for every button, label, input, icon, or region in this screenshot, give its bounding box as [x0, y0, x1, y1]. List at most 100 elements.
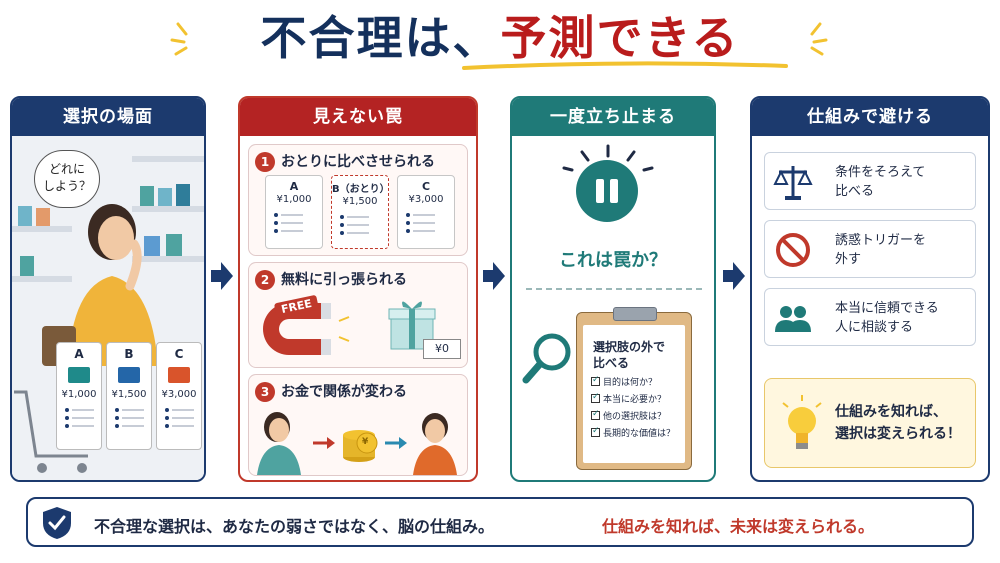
- product-b-price: ¥1,500: [111, 389, 147, 400]
- decoy-b-lines: [338, 213, 388, 237]
- checkbox-icon: [591, 409, 600, 420]
- product-c-box-icon: [168, 367, 190, 383]
- trap1-title: 1 おとりに比べさせられる: [255, 151, 435, 172]
- attention-rays-icon: [562, 144, 654, 172]
- checkbox-icon: [591, 426, 600, 437]
- people-icon: [775, 306, 811, 332]
- checkbox-icon: [591, 392, 600, 403]
- insight-box: 仕組みを知れば、 選択は変えられる！: [764, 378, 976, 468]
- tip3-line2: 人に相談する: [835, 320, 914, 335]
- product-c-label: C: [174, 347, 184, 361]
- checklist-item: 他の選択肢は？: [591, 409, 685, 422]
- trap3-number: 3: [255, 382, 275, 402]
- column-choice-scene: 選択の場面 どれに: [10, 96, 206, 482]
- column1-header: 選択の場面: [12, 98, 204, 136]
- footer-text-main: 不合理な選択は、あなたの弱さではなく、脳の仕組み。: [94, 517, 495, 536]
- title-part2: 予測できる: [500, 11, 740, 65]
- trap2-title: 2 無料に引っ張られる: [255, 269, 407, 290]
- checklist-text: 長期的な価値は？: [603, 429, 676, 439]
- tip3-text: 本当に信頼できる 人に相談する: [835, 299, 939, 337]
- shield-check-icon: [43, 507, 71, 539]
- scale-icon: [773, 166, 813, 200]
- pause-icon: [576, 160, 638, 222]
- decoy-b-label: B（おとり）: [332, 184, 390, 195]
- checklist-text: 本当に必要か？: [603, 395, 667, 405]
- insight-line2: 選択は変えられる！: [835, 426, 961, 442]
- clipboard-clip-icon: [613, 307, 657, 321]
- tip1-line2: 比べる: [835, 184, 875, 199]
- tip3-line1: 本当に信頼できる: [835, 301, 939, 316]
- clipboard-title-line2: 比べる: [593, 356, 630, 370]
- bubble-line1: どれに: [48, 162, 85, 176]
- product-b-spec-lines: [113, 406, 151, 430]
- tip1-line1: 条件をそろえて: [835, 165, 926, 180]
- trap-money-section: 3 お金で関係が変わる ¥: [248, 374, 468, 476]
- page-title: 不合理は、予測できる: [260, 8, 739, 68]
- decoy-option-c: C ¥3,000: [397, 175, 455, 249]
- no-entry-icon: [776, 233, 810, 267]
- product-a-box-icon: [68, 367, 90, 383]
- decoy-c-label: C: [421, 180, 431, 193]
- trap1-number: 1: [255, 152, 275, 172]
- title-area: 不合理は、予測できる: [0, 8, 1000, 78]
- decoy-c-price: ¥3,000: [408, 194, 444, 205]
- left-sparkle-icon: [170, 22, 188, 56]
- relationship-illustration: [257, 412, 457, 475]
- tip1-text: 条件をそろえて 比べる: [835, 163, 925, 201]
- footer-text-emphasis: 仕組みを知れば、未来は変えられる。: [602, 517, 875, 536]
- checklist-text: 他の選択肢は？: [603, 412, 667, 422]
- column3-header: 一度立ち止まる: [512, 98, 714, 136]
- arrow-right-icon: [211, 262, 233, 290]
- decoy-option-a: A ¥1,000: [265, 175, 323, 249]
- column2-header: 見えない罠: [240, 98, 476, 136]
- checklist-item: 目的は何か？: [591, 375, 685, 388]
- trap2-number: 2: [255, 270, 275, 290]
- product-b-label: B: [124, 347, 134, 361]
- tip-remove-triggers: 誘惑トリガーを 外す: [764, 220, 976, 278]
- product-a-price: ¥1,000: [61, 389, 97, 400]
- coin-yen-label: ¥: [362, 437, 369, 447]
- right-sparkle-icon: [810, 22, 828, 56]
- decoy-b-price: ¥1,500: [342, 196, 378, 207]
- trap-decoy-section: 1 おとりに比べさせられる A ¥1,000 B（おとり） ¥1,500 C ¥3…: [248, 144, 468, 256]
- clipboard-title-line1: 選択肢の外で: [593, 340, 666, 354]
- trap1-label: おとりに比べさせられる: [281, 154, 435, 170]
- tip2-line2: 外す: [835, 252, 862, 267]
- product-b-box-icon: [118, 367, 140, 383]
- clipboard: 選択肢の外で 比べる 目的は何か？ 本当に必要か？ 他の選択肢は？ 長期的な価値…: [576, 307, 692, 470]
- checklist-text: 目的は何か？: [603, 378, 658, 388]
- product-card-b: B ¥1,500: [106, 342, 152, 450]
- price-tag-zero: ¥0: [423, 339, 461, 359]
- product-card-c: C ¥3,000: [156, 342, 202, 450]
- column-hidden-traps: 見えない罠 1 おとりに比べさせられる A ¥1,000 B（おとり） ¥1,50…: [238, 96, 478, 482]
- product-card-a: A ¥1,000: [56, 342, 102, 450]
- trap3-label: お金で関係が変わる: [281, 384, 407, 400]
- bubble-line2: しよう？: [42, 179, 91, 193]
- clipboard-title: 選択肢の外で 比べる: [583, 325, 685, 371]
- column4-header: 仕組みで避ける: [752, 98, 988, 136]
- decoy-option-b: B（おとり） ¥1,500: [331, 175, 390, 249]
- insight-line1: 仕組みを知れば、: [835, 404, 947, 420]
- title-underline: [462, 61, 788, 70]
- thought-bubble: どれに しよう？: [34, 150, 100, 208]
- product-c-price: ¥3,000: [161, 389, 197, 400]
- insight-text: 仕組みを知れば、 選択は変えられる！: [835, 401, 961, 445]
- dashed-divider: [526, 288, 702, 290]
- arrow-right-icon: [723, 262, 745, 290]
- title-part1: 不合理は、: [260, 11, 501, 65]
- footer-message: 不合理な選択は、あなたの弱さではなく、脳の仕組み。 仕組みを知れば、未来は変えら…: [26, 497, 974, 547]
- product-c-spec-lines: [163, 406, 201, 430]
- arrow-right-icon: [483, 262, 505, 290]
- trap2-label: 無料に引っ張られる: [281, 272, 407, 288]
- product-a-spec-lines: [63, 406, 101, 430]
- product-a-label: A: [74, 347, 84, 361]
- checklist-item: 本当に必要か？: [591, 392, 685, 405]
- tip2-text: 誘惑トリガーを 外す: [835, 231, 926, 269]
- decoy-c-lines: [404, 211, 454, 235]
- tip-compare-conditions: 条件をそろえて 比べる: [764, 152, 976, 210]
- decoy-a-lines: [272, 211, 322, 235]
- clipboard-paper: 選択肢の外で 比べる 目的は何か？ 本当に必要か？ 他の選択肢は？ 長期的な価値…: [583, 325, 685, 463]
- decoy-a-label: A: [289, 180, 299, 193]
- trap-question: これは罠か？: [559, 250, 667, 271]
